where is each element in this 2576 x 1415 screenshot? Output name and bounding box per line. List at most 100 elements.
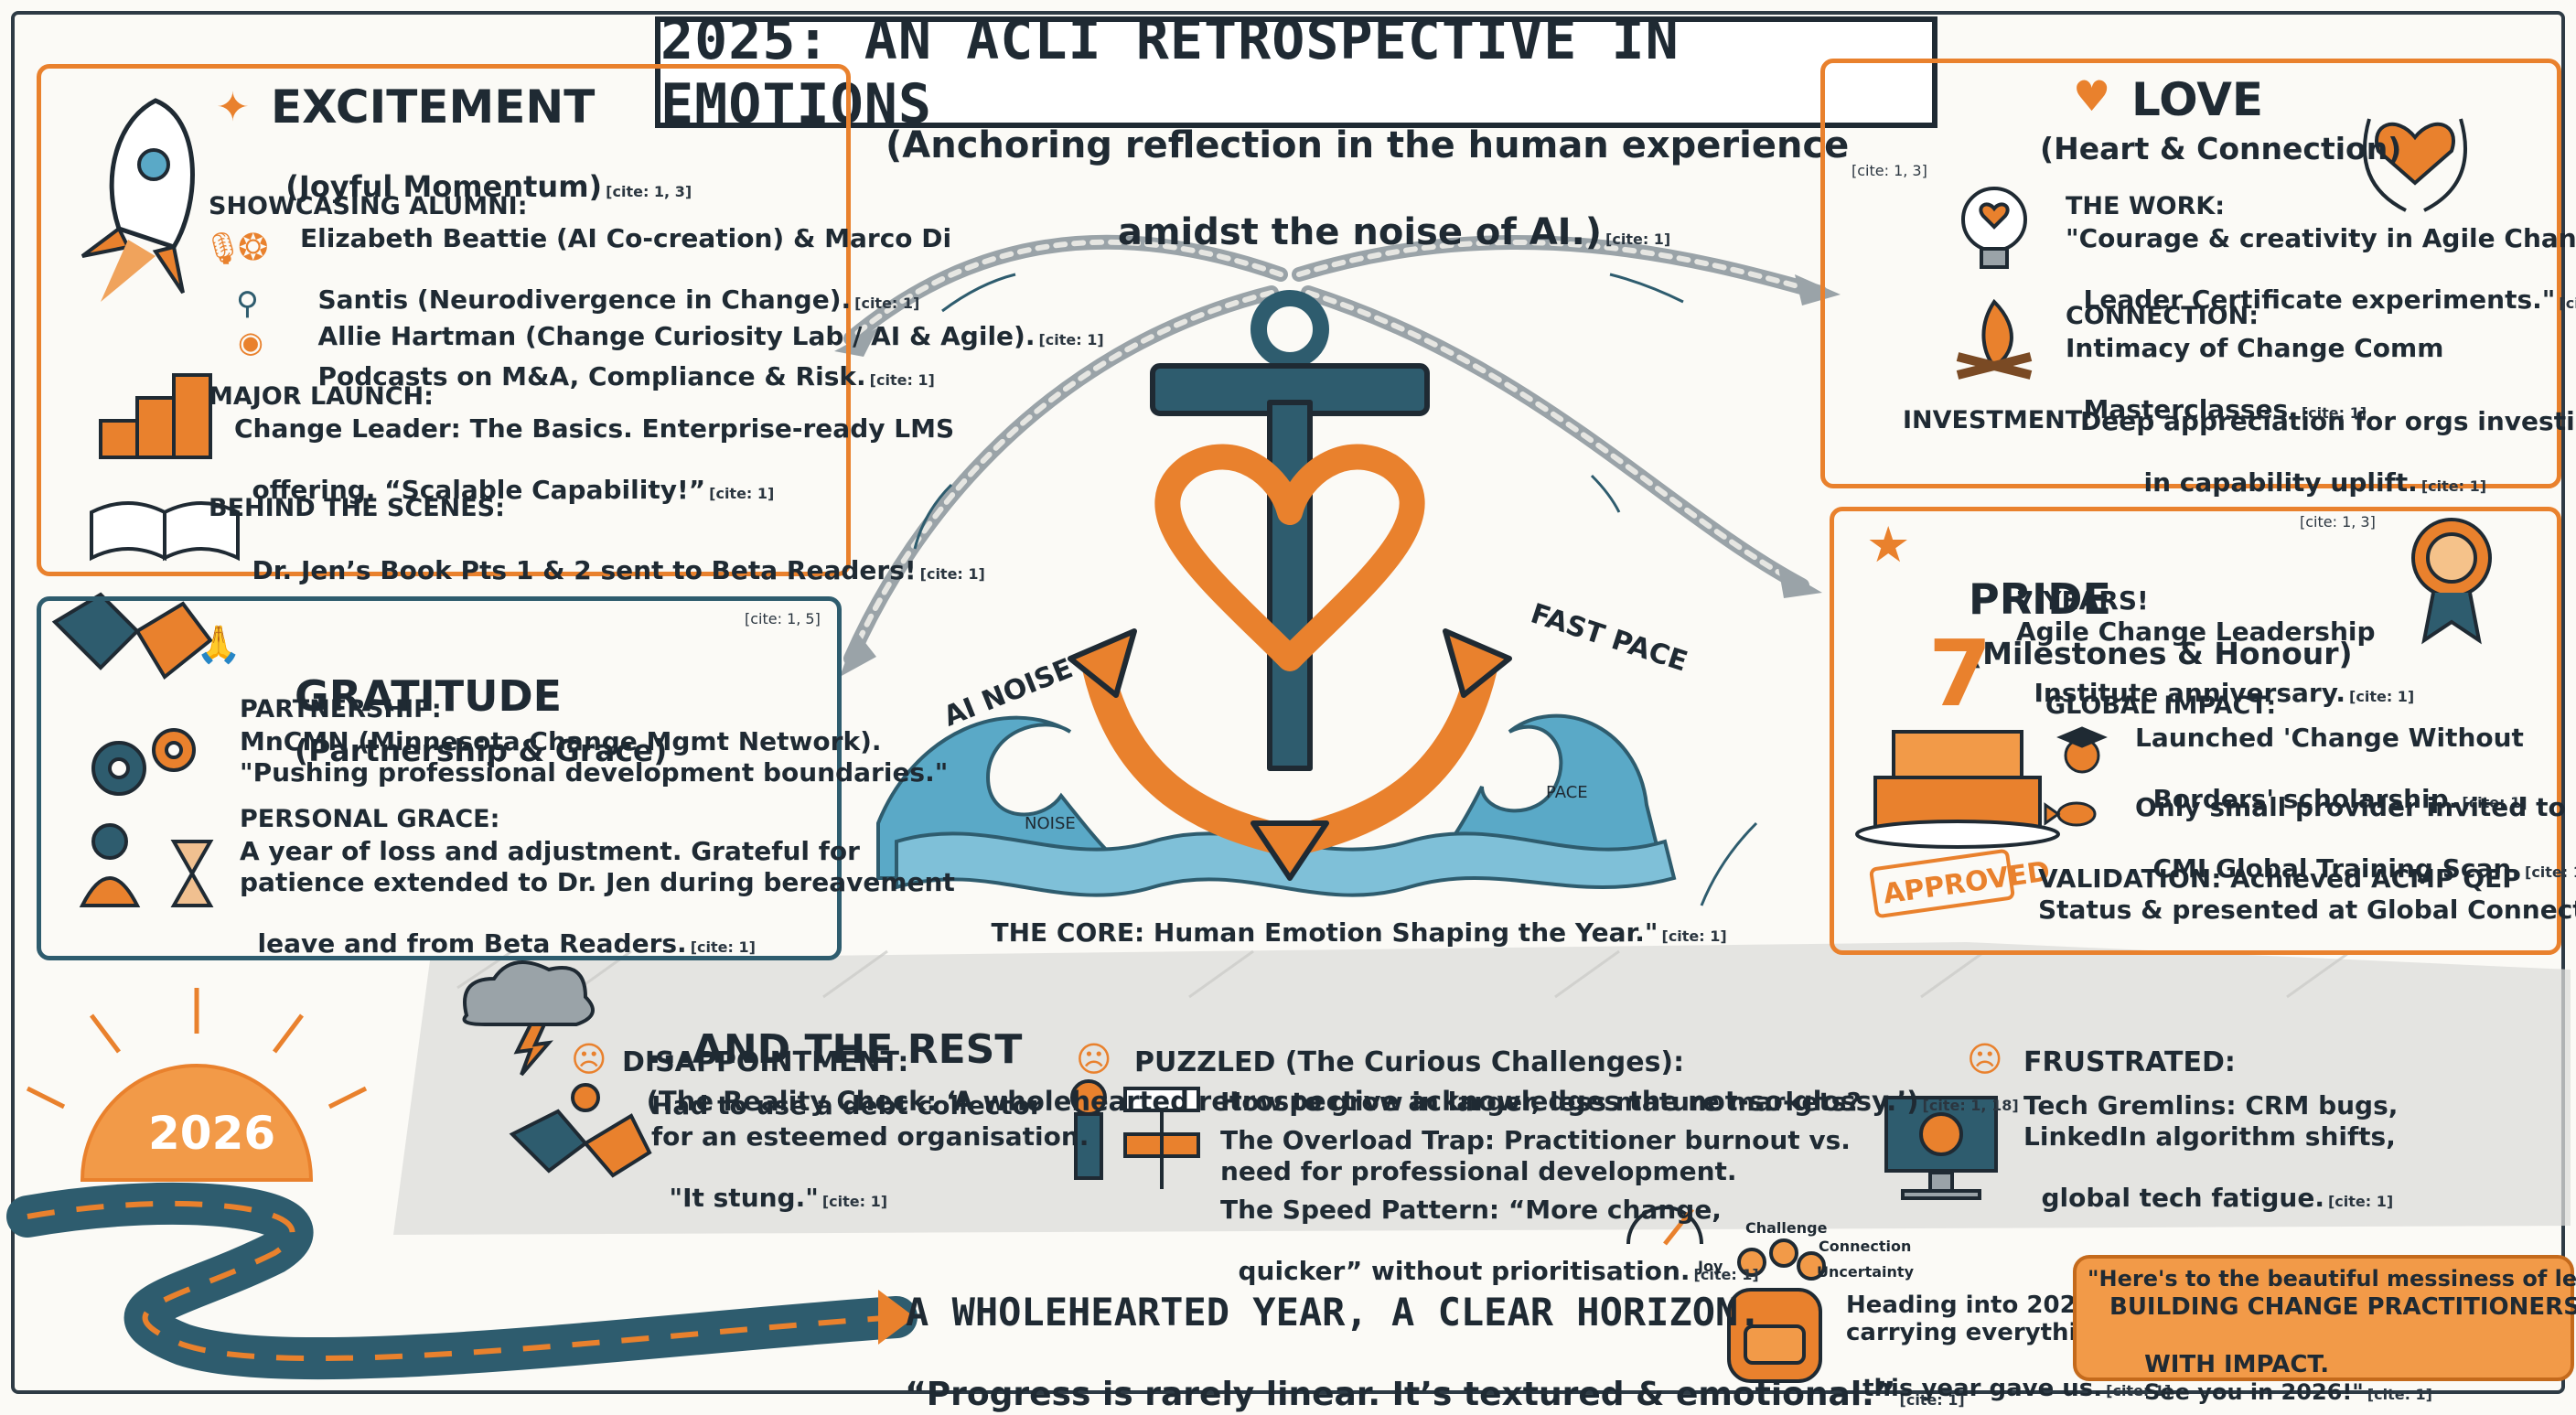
rest-cite: [cite: 1, 18]	[1922, 1096, 2019, 1114]
debt-handshake-illustration	[509, 1083, 652, 1178]
podcast-icon: ◉	[238, 325, 263, 359]
investment-line-1: Deep appreciation for orgs investing	[2080, 406, 2576, 436]
love-cite: [cite: 1, 3]	[1852, 162, 1927, 179]
puzzled-line-5-wrap: quicker” without prioritisation.[cite: 1…	[1220, 1226, 1759, 1286]
work-line-2: Leader Certificate experiments."	[2083, 284, 2556, 316]
global-line-4: CMI Global Training Scan.	[2152, 853, 2522, 884]
alumni-label: SHOWCASING ALUMNI:	[209, 192, 528, 220]
heading-2026-line-3: this year gave us.	[1862, 1374, 2103, 1402]
work-label: THE WORK:	[2066, 192, 2226, 220]
page-title: 2025: AN ACLI RETROSPECTIVE IN EMOTIONS	[660, 8, 1680, 136]
connection-line-2: Masterclasses.	[2083, 394, 2298, 425]
speech-line-1: "Here's to the beautiful messiness of le…	[2088, 1266, 2576, 1292]
partnership-line-1: MnCMN (Minnesota Change Mgmt Network).	[240, 726, 882, 756]
alumni-line-1b: Santis (Neurodivergence in Change).	[317, 284, 852, 316]
frustrated-line-3: global tech fatigue.	[2041, 1183, 2324, 1214]
investment-line-2-wrap: in capability uplift.[cite: 1]	[2126, 437, 2487, 498]
wave-noise-label: NOISE	[1025, 814, 1076, 833]
cake-illustration	[1855, 730, 2060, 849]
rest-sub: (The Reality Check: ‘A wholehearted retr…	[646, 1085, 1919, 1117]
work-line-1: "Courage & creativity in Agile Change	[2066, 223, 2576, 253]
grace-cite: [cite: 1]	[690, 938, 756, 957]
footer-quote: “Progress is rarely linear. It’s texture…	[905, 1376, 1896, 1414]
speed-gauge-illustration	[1626, 1206, 1703, 1246]
global-line-4-wrap: CMI Global Training Scan.[cite: 1]	[2135, 823, 2576, 884]
pride-heading: PRIDE	[1969, 574, 2111, 625]
brain-icon: ❂	[238, 227, 269, 269]
lightbulb-illustration	[1961, 187, 2027, 269]
disappointment-line-1: Had to use a debt collector	[651, 1090, 1043, 1120]
bag-label-challenge: Challenge	[1745, 1219, 1828, 1237]
wave-pace-label: PACE	[1546, 783, 1588, 802]
love-sub: (Heart & Connection)	[2040, 131, 2402, 166]
speech-bubble	[2073, 1255, 2574, 1381]
validation-line-2: Status & presented at Global Connect.	[2038, 895, 2576, 925]
alumni-2-cite: [cite: 1]	[1038, 331, 1104, 349]
bag-label-uncertainty: Uncertainty	[1817, 1263, 1915, 1281]
gratitude-heading: GRATITUDE	[295, 671, 563, 722]
puzzled-label: PUZZLED (The Curious Challenges):	[1134, 1046, 1685, 1078]
excitement-heading: EXCITEMENT	[271, 80, 596, 134]
disappointment-line-3-wrap: "It stung."[cite: 1]	[651, 1152, 888, 1214]
grace-line-3-wrap: leave and from Beta Readers.[cite: 1]	[240, 898, 756, 959]
heart-icon: ♥	[2073, 71, 2111, 121]
investment-label: INVESTMENT:	[1903, 406, 2091, 434]
alumni-line-3-wrap: Podcasts on M&A, Compliance & Risk.[cite…	[300, 331, 935, 391]
pride-heading-wrap: PRIDE (Milestones & Honour)	[1939, 525, 2353, 674]
puzzled-line-2: The Overload Trap: Practitioner burnout …	[1220, 1125, 1851, 1155]
behind-line-wrap: Dr. Jen’s Book Pts 1 & 2 sent to Beta Re…	[234, 525, 985, 585]
computer-monitor-illustration	[1884, 1096, 1998, 1200]
grace-illustration	[79, 823, 214, 907]
speech-line-4: See you in 2026!"	[2144, 1379, 2364, 1406]
work-line-2-wrap: Leader Certificate experiments."[cite: 1…	[2066, 254, 2576, 315]
thinking-face-icon: ☹	[1076, 1039, 1112, 1079]
launch-line-1: Change Leader: The Basics. Enterprise-re…	[234, 413, 955, 444]
microphone-icon: 🎙	[203, 230, 243, 267]
book-illustration	[90, 501, 240, 562]
speech-line-3: WITH IMPACT.	[2144, 1350, 2330, 1378]
puzzled-person-illustration	[1070, 1079, 1200, 1189]
connection-line-2-wrap: Masterclasses.[cite: 1]	[2066, 364, 2367, 424]
pride-box	[1830, 507, 2561, 955]
connection-line-1: Intimacy of Change Comm	[2066, 333, 2444, 363]
global-line-2-wrap: Borders' scholarship.[cite: 1]	[2135, 754, 2528, 814]
years-line-3-wrap: Institute anniversary.[cite: 1]	[2016, 648, 2415, 708]
sparkle-icon: ✦	[216, 84, 250, 131]
heading-2026-line-1: Heading into 2026	[1846, 1292, 2093, 1319]
love-heading: LOVE	[2131, 73, 2264, 126]
global-label: GLOBAL IMPACT:	[2045, 691, 2277, 720]
disappointment-cite: [cite: 1]	[821, 1193, 888, 1211]
anchor	[1068, 290, 1512, 881]
heading-2026-cite: [cite: 1]	[2106, 1381, 2172, 1399]
disappointment-line-3: "It stung."	[669, 1183, 819, 1214]
reality-check-band	[393, 942, 2571, 1235]
magnifier-icon: ⚲	[236, 285, 259, 322]
global-line-3: Only small provider invited to	[2135, 792, 2566, 822]
rocket-illustration	[80, 98, 195, 302]
bag-label-joy: Joy	[1698, 1258, 1723, 1275]
connection-label: CONNECTION:	[2066, 302, 2259, 330]
angry-face-icon: ☹	[1967, 1039, 2003, 1079]
speech-line-3-wrap: WITH IMPACT. See you in 2026!"[cite: 1]	[2128, 1323, 2432, 1407]
launch-line-2-wrap: offering. “Scalable Capability!”[cite: 1…	[234, 445, 775, 506]
alumni-line-1b-wrap: Santis (Neurodivergence in Change).[cite…	[300, 254, 920, 316]
years-line-1: 7 YEARS!	[2016, 585, 2149, 616]
grace-line-1: A year of loss and adjustment. Grateful …	[240, 836, 860, 866]
global-4-cite: [cite: 1]	[2525, 863, 2576, 882]
bar-chart-illustration	[99, 373, 212, 459]
road-arrowhead	[878, 1290, 915, 1345]
validation-line-1: VALIDATION: Achieved ACMP QEP	[2038, 863, 2521, 894]
launch-line-2: offering. “Scalable Capability!”	[252, 475, 706, 506]
alumni-3-cite: [cite: 1]	[869, 371, 935, 390]
core-line-wrap: THE CORE: Human Emotion Shaping the Year…	[973, 887, 1727, 948]
core-cite: [cite: 1]	[1661, 927, 1727, 946]
work-cite: [cite: 1]	[2559, 295, 2576, 313]
storm-cloud-illustration	[462, 960, 595, 1077]
behind-line-1: Dr. Jen’s Book Pts 1 & 2 sent to Beta Re…	[252, 555, 917, 586]
grace-line-2: patience extended to Dr. Jen during bere…	[240, 867, 955, 897]
excitement-sub: (Joyful Momentum)	[285, 168, 603, 204]
heading-2026-line-2: carrying everything	[1846, 1319, 2111, 1346]
love-box	[1820, 59, 2561, 488]
frustrated-line-2: LinkedIn algorithm shifts,	[2023, 1121, 2396, 1152]
